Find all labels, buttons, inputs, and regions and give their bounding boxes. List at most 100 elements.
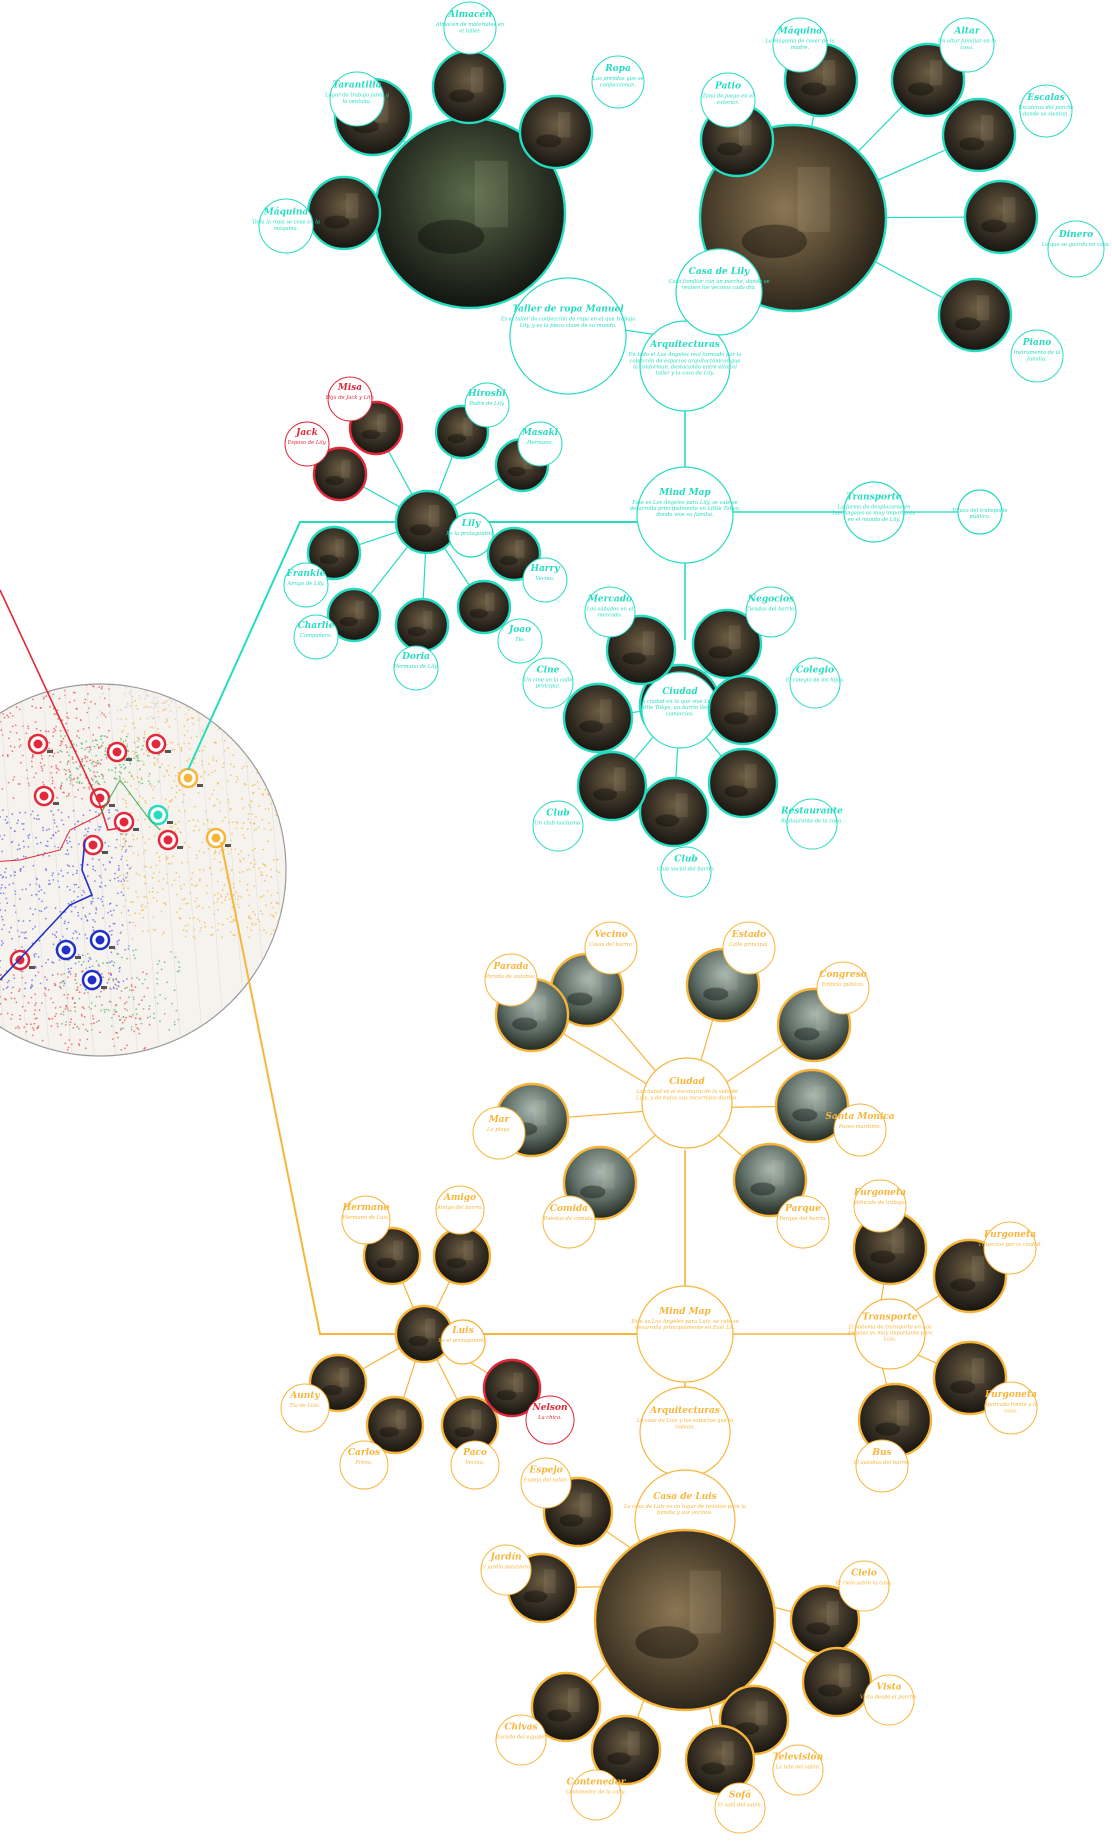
map-location-marker[interactable] xyxy=(33,785,59,807)
cyan-piano-photo[interactable] xyxy=(937,277,1013,353)
orange-person-photo[interactable] xyxy=(482,1358,542,1418)
orange-house-photo[interactable] xyxy=(590,1714,662,1786)
orange-house-photo[interactable] xyxy=(801,1646,873,1718)
cyan-dinero-photo[interactable] xyxy=(963,179,1039,255)
cyan-city-photo[interactable] xyxy=(576,750,648,822)
cyan-city-photo[interactable] xyxy=(562,682,634,754)
cyan-person-photo[interactable] xyxy=(456,579,512,635)
cyan-person-photo[interactable] xyxy=(394,597,450,653)
cyan-almacen-photo[interactable] xyxy=(431,49,507,125)
map-location-marker[interactable] xyxy=(55,939,81,961)
map-location-marker[interactable] xyxy=(27,733,53,755)
cyan-person-photo[interactable] xyxy=(306,525,362,581)
map-location-marker[interactable] xyxy=(113,811,139,833)
map-location-marker[interactable] xyxy=(106,741,132,763)
orange-city-photo[interactable] xyxy=(732,1142,808,1218)
orange-city-photo[interactable] xyxy=(774,1068,850,1144)
orange-transport-photo[interactable] xyxy=(857,1382,933,1458)
map-location-marker[interactable] xyxy=(81,969,107,991)
orange-house-photo[interactable] xyxy=(789,1584,861,1656)
cyan-person-photo[interactable] xyxy=(326,587,382,643)
cyan-city-photo[interactable] xyxy=(638,776,710,848)
cyan-escalas-photo[interactable] xyxy=(941,97,1017,173)
orange-person-photo[interactable] xyxy=(432,1226,492,1286)
orange-person-photo[interactable] xyxy=(362,1226,422,1286)
cyan-city-photo[interactable] xyxy=(691,608,763,680)
orange-person-photo[interactable] xyxy=(365,1395,425,1455)
map-location-marker[interactable] xyxy=(89,929,115,951)
cyan-ropa-photo[interactable] xyxy=(518,94,594,170)
map-location-marker[interactable] xyxy=(147,804,173,826)
orange-house-photo[interactable] xyxy=(530,1671,602,1743)
cyan-person-photo[interactable] xyxy=(312,446,368,502)
map-location-marker[interactable] xyxy=(157,829,183,851)
map-location-marker[interactable] xyxy=(145,733,171,755)
cyan-lily-photo[interactable] xyxy=(394,489,460,555)
cyan-taller-image[interactable] xyxy=(373,116,567,310)
cyan-maquina1-photo[interactable] xyxy=(306,175,382,251)
orange-casa-luis-image[interactable] xyxy=(593,1528,777,1712)
